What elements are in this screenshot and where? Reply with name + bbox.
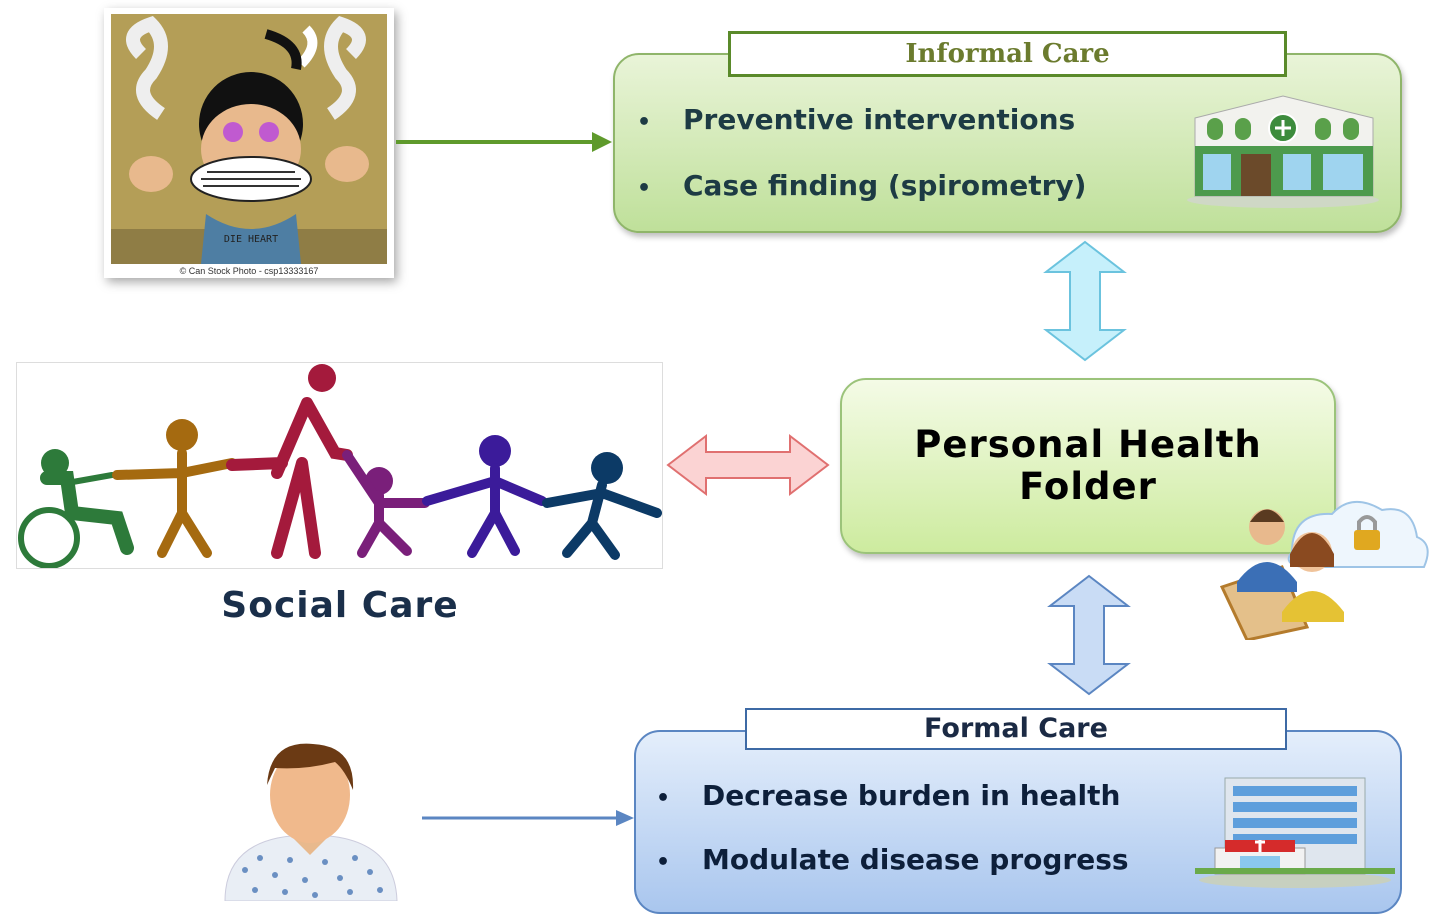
- formal-care-title: Formal Care: [745, 708, 1287, 750]
- bullet-mark: •: [637, 110, 652, 135]
- informal-bullet-2: • Case finding (spirometry): [637, 169, 1086, 202]
- double-arrow-informal-phf: [1043, 240, 1127, 362]
- smoker-cartoon-image: DIE HEART © Can Stock Photo - csp1333316…: [104, 8, 394, 278]
- bullet-mark: •: [637, 176, 652, 201]
- informal-bullet-1: • Preventive interventions: [637, 103, 1075, 136]
- arrow-head-formal: [616, 810, 634, 826]
- bullet-text: Preventive interventions: [683, 103, 1076, 136]
- arrow-head-informal: [592, 132, 612, 152]
- patient-avatar-icon: [224, 743, 398, 901]
- social-care-label: Social Care: [221, 585, 459, 626]
- bullet-text: Case finding (spirometry): [683, 169, 1087, 202]
- smoker-cartoon-icon: DIE HEART: [111, 14, 387, 264]
- bullet-mark: •: [656, 786, 671, 811]
- users-cloud-lock-icon: [1219, 501, 1429, 640]
- shirt-text: DIE HEART: [224, 234, 278, 245]
- bullet-text: Decrease burden in health: [702, 779, 1121, 812]
- hospital-building-icon: [1195, 777, 1395, 888]
- cartoon-caption: © Can Stock Photo - csp13333167: [179, 266, 319, 276]
- informal-care-title: Informal Care: [728, 31, 1287, 77]
- bullet-mark: •: [656, 850, 671, 875]
- double-arrow-social-phf: [666, 433, 830, 497]
- formal-bullet-2: • Modulate disease progress: [656, 843, 1129, 876]
- formal-bullet-1: • Decrease burden in health: [656, 779, 1120, 812]
- social-care-image: [16, 362, 663, 569]
- pharmacy-building-icon: [1187, 95, 1379, 208]
- phf-title: Personal Health Folder: [914, 423, 1262, 508]
- double-arrow-phf-formal: [1047, 574, 1131, 696]
- bullet-text: Modulate disease progress: [702, 843, 1129, 876]
- family-silhouettes-icon: [18, 364, 662, 569]
